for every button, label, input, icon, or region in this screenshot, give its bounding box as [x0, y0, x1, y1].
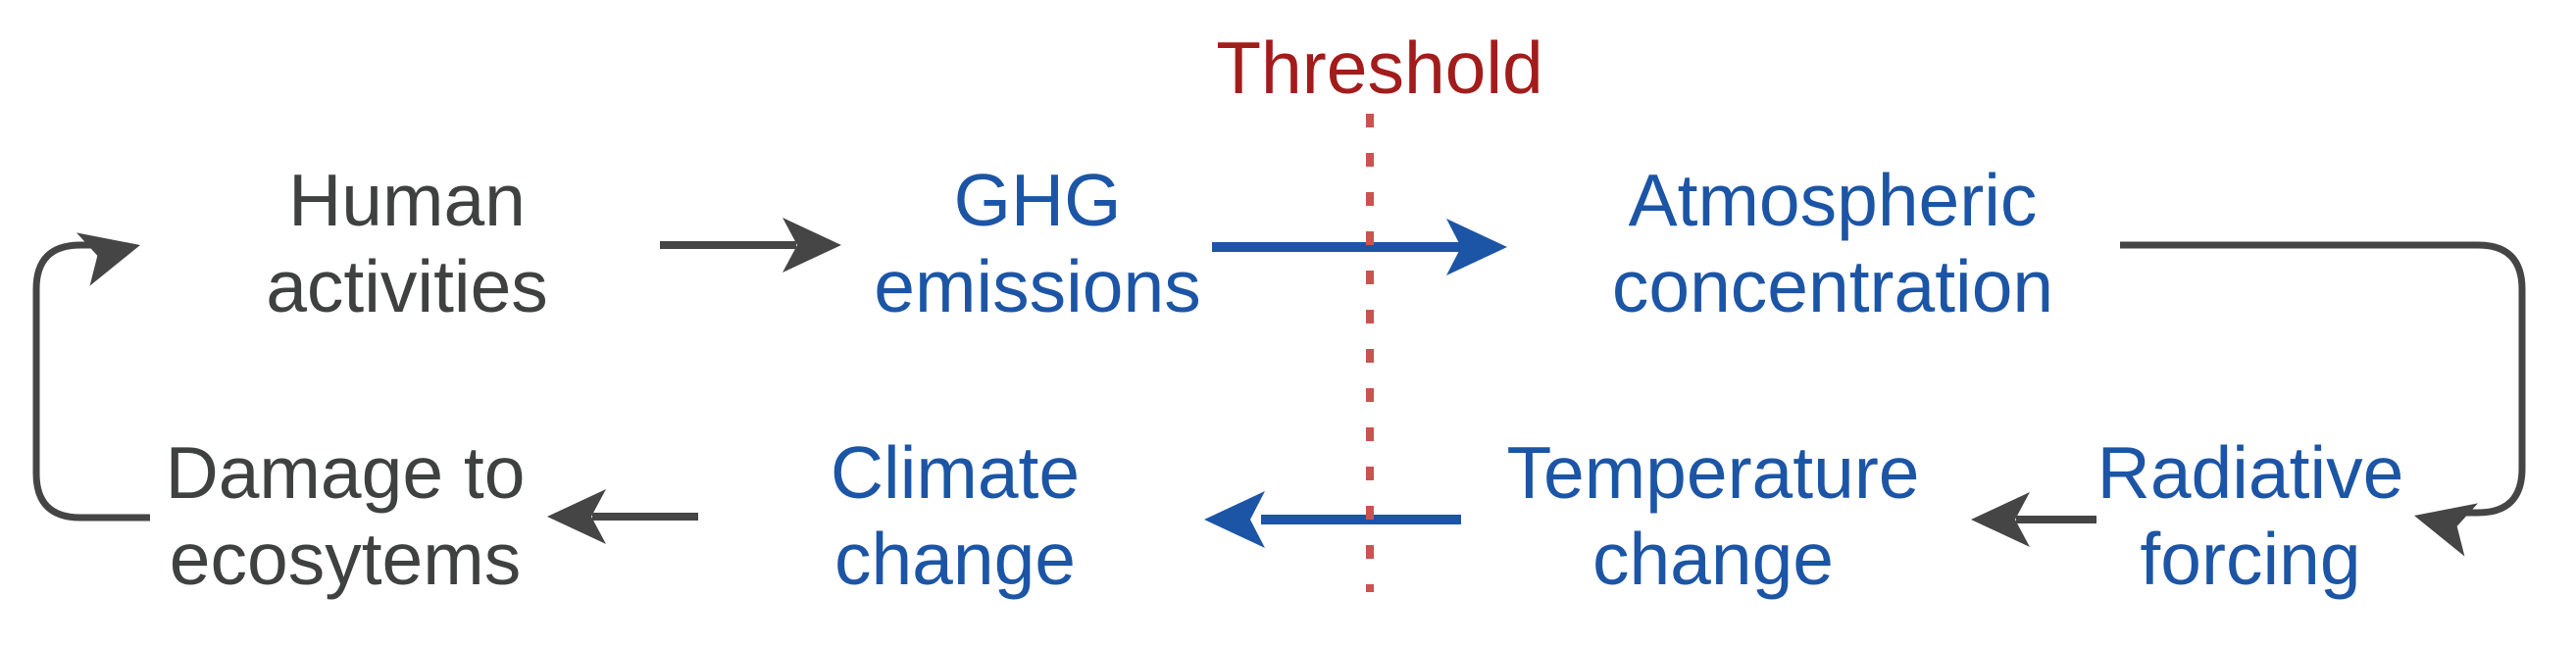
edge-atmospheric-to-radiative-arrowhead-icon [2414, 503, 2478, 557]
edge-human-to-ghg-arrowhead-icon [783, 218, 841, 273]
edge-radiative-to-temperature-arrowhead-icon [1971, 492, 2030, 547]
node-ghg-emissions-line1: GHG [953, 159, 1122, 241]
node-damage-to-ecosystems-line1: Damage to [165, 431, 526, 514]
node-radiative-forcing-line1: Radiative [2096, 431, 2404, 514]
node-damage-to-ecosystems-line2: ecosytems [169, 518, 522, 600]
node-temperature-change-line2: change [1591, 518, 1835, 600]
node-ghg-emissions-line2: emissions [874, 245, 1201, 327]
node-ghg-emissions: GHG emissions [874, 157, 1200, 329]
node-damage-to-ecosystems: Damage to ecosytems [166, 429, 526, 602]
node-climate-change: Climate change [831, 429, 1080, 602]
node-temperature-change-line1: Temperature [1506, 431, 1920, 514]
node-human-activities-line1: Human [288, 159, 526, 241]
node-climate-change-line1: Climate [830, 431, 1081, 514]
node-atmospheric-concentration: Atmospheric concentration [1612, 157, 2053, 329]
threshold-label-text: Threshold [1216, 26, 1543, 109]
edge-atmospheric-to-radiative-connector [2120, 241, 2526, 517]
node-temperature-change: Temperature change [1506, 429, 1919, 602]
node-atmospheric-concentration-line2: concentration [1611, 245, 2054, 327]
node-radiative-forcing: Radiative forcing [2097, 429, 2404, 602]
node-radiative-forcing-line2: forcing [2140, 518, 2361, 600]
edge-damage-to-human-connector [32, 241, 150, 522]
node-atmospheric-concentration-line1: Atmospheric [1628, 159, 2038, 241]
node-climate-change-line2: change [833, 518, 1077, 600]
edge-temperature-to-climate-arrowhead-icon [1204, 491, 1265, 548]
node-human-activities-line2: activities [266, 245, 548, 327]
node-human-activities: Human activities [266, 157, 548, 329]
edge-damage-to-human-arrowhead-icon [76, 232, 140, 286]
edge-ghg-to-atmospheric-arrowhead-icon [1446, 219, 1507, 275]
edge-climate-to-damage-arrowhead-icon [547, 489, 606, 544]
threshold-label: Threshold [1216, 25, 1543, 111]
